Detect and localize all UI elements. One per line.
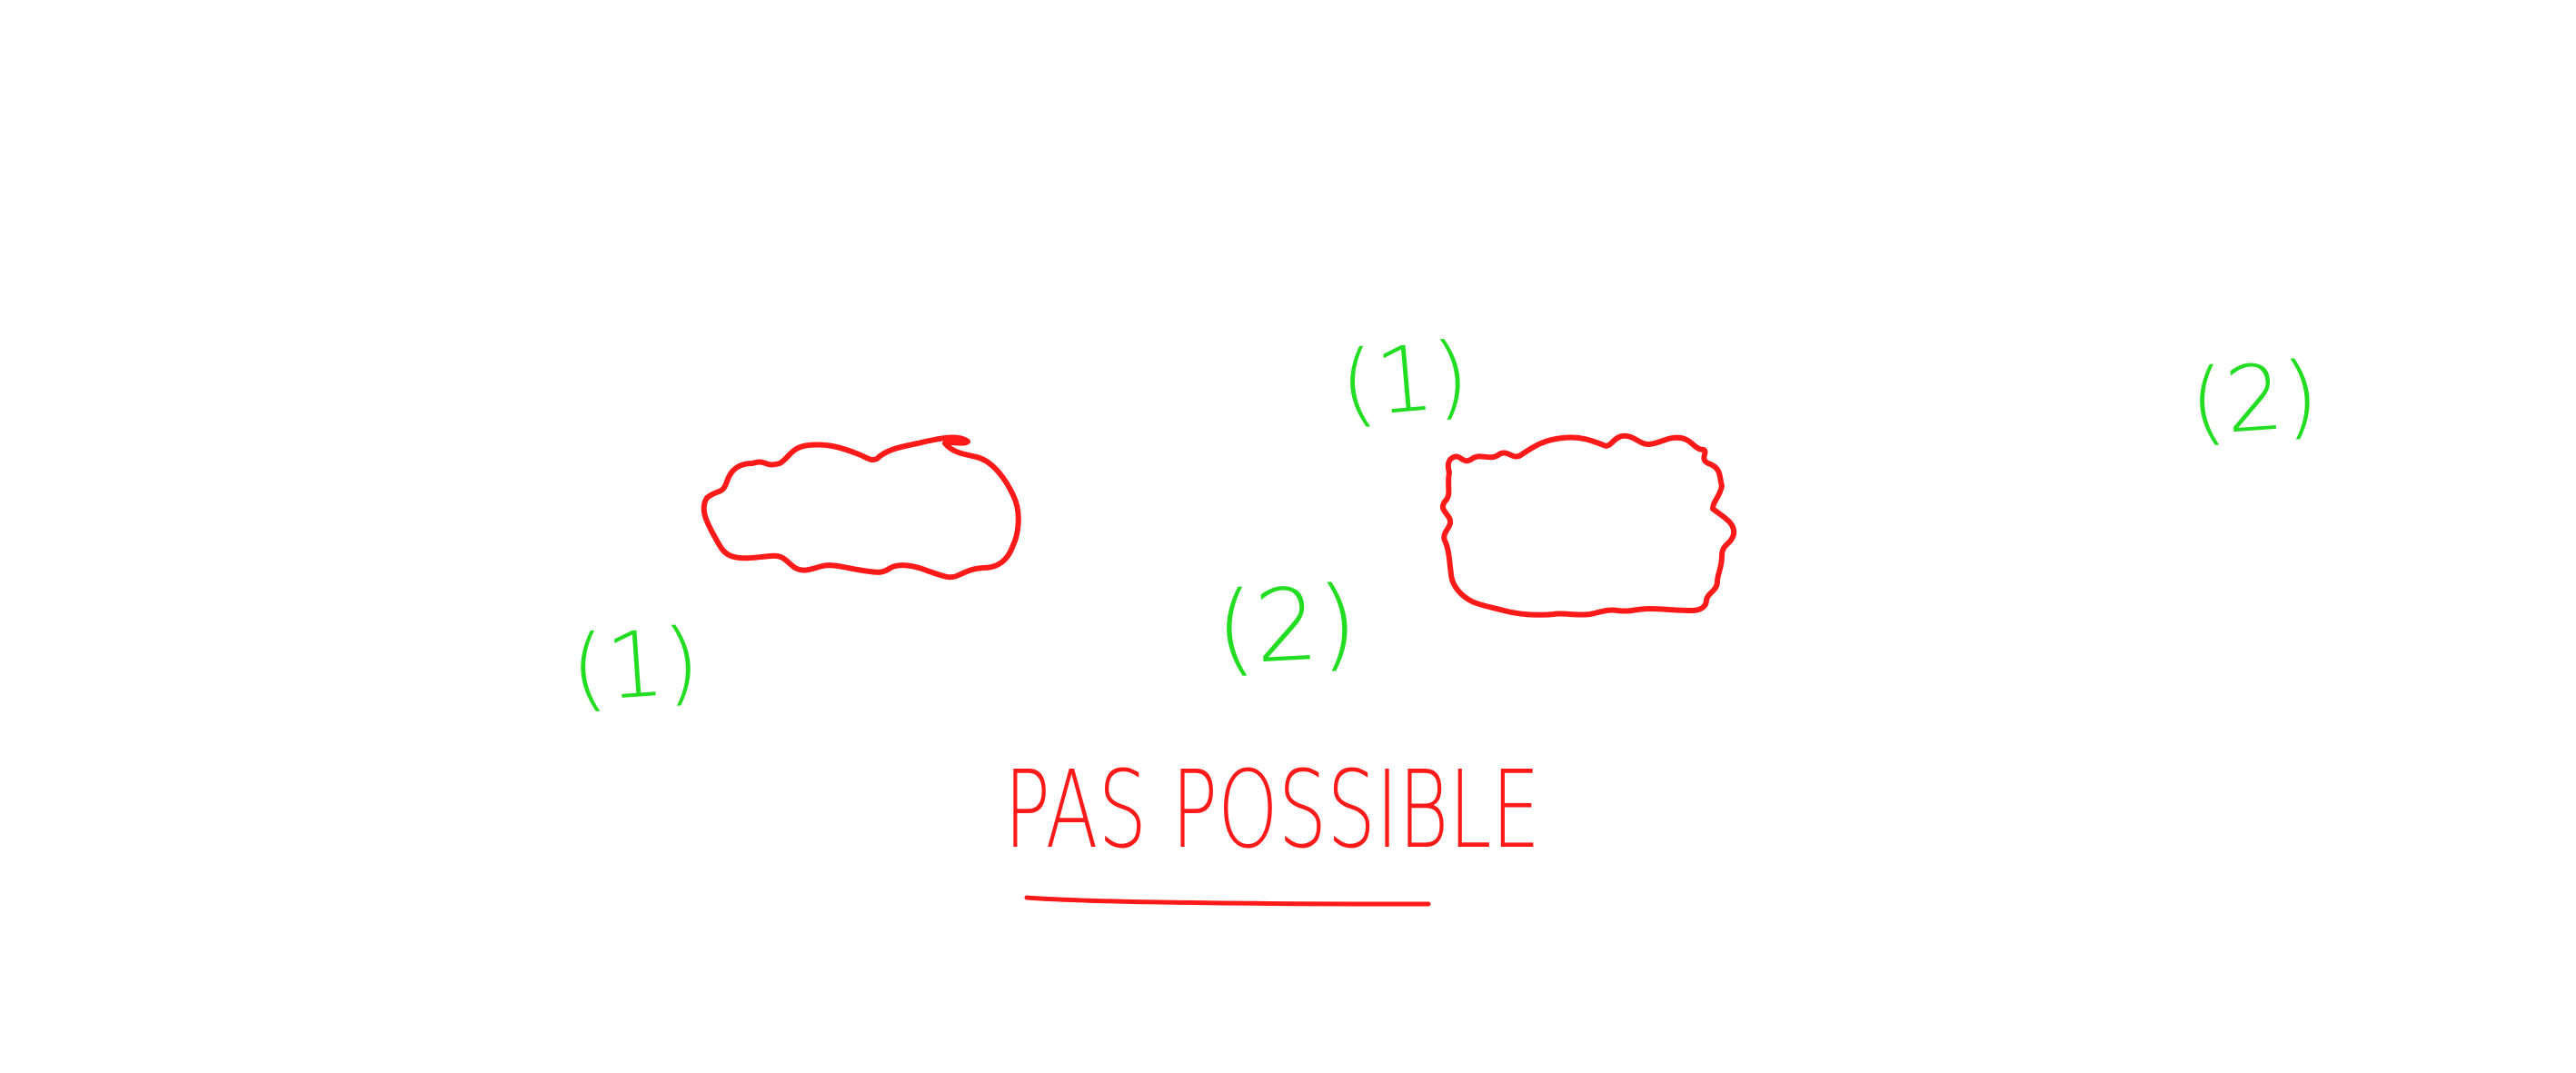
caption-pas-possible: PAS POSSIBLE bbox=[1004, 747, 1540, 872]
label-1-top: (1) bbox=[1336, 322, 1473, 439]
left-blob-shape bbox=[701, 434, 1021, 581]
caption-underline bbox=[1024, 895, 1431, 907]
label-1-left: (1) bbox=[567, 608, 702, 723]
label-2-right: (2) bbox=[2186, 342, 2322, 457]
right-blob-shape bbox=[1439, 432, 1737, 618]
label-2-middle: (2) bbox=[1213, 564, 1360, 688]
